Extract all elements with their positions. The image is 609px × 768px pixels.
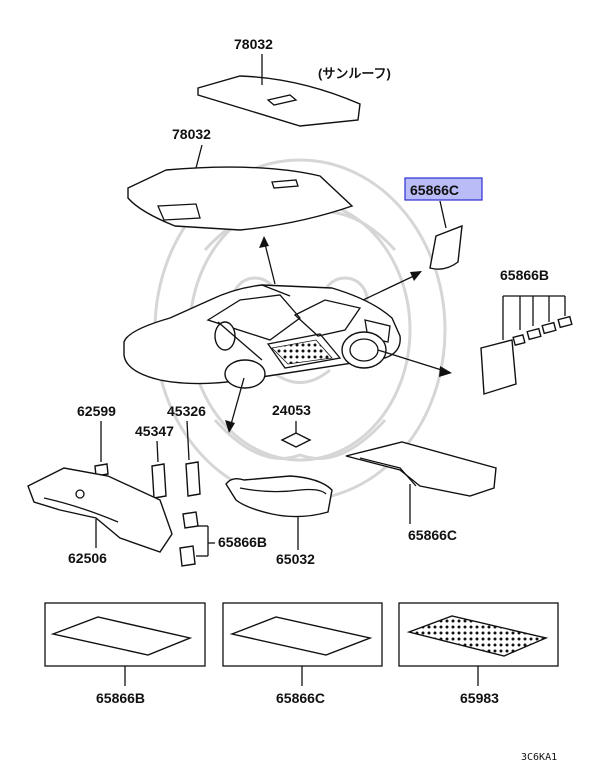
sunroof-note: (サンルーフ) bbox=[318, 66, 391, 81]
car-body-outline bbox=[123, 284, 401, 389]
part-label-65983[interactable]: 65983 bbox=[460, 690, 499, 706]
diagram-code: 3C6KA1 bbox=[521, 752, 557, 763]
leader-line bbox=[439, 200, 447, 229]
pad-small[interactable] bbox=[526, 327, 542, 341]
leader-line bbox=[156, 440, 159, 463]
part-label-78032-sunroof[interactable]: 78032 bbox=[234, 36, 273, 52]
bracket-45347[interactable] bbox=[151, 463, 167, 499]
arrow-head bbox=[225, 420, 235, 433]
pad-pair-upper[interactable] bbox=[182, 511, 199, 529]
arrow-head bbox=[410, 271, 422, 281]
sunroof-headliner[interactable] bbox=[197, 75, 361, 127]
pad-pair-lower[interactable] bbox=[179, 545, 196, 567]
arrow-line bbox=[229, 377, 245, 429]
part-label-65032[interactable]: 65032 bbox=[276, 551, 315, 567]
part-label-65866B-pair[interactable]: 65866B bbox=[218, 534, 267, 550]
part-label-78032-roof[interactable]: 78032 bbox=[172, 126, 211, 142]
part-label-65866C-box[interactable]: 65866C bbox=[276, 690, 325, 706]
pad-small[interactable] bbox=[541, 321, 557, 335]
part-label-45326[interactable]: 45326 bbox=[167, 403, 206, 419]
bracket-45326[interactable] bbox=[185, 461, 201, 497]
part-label-24053[interactable]: 24053 bbox=[272, 402, 311, 418]
part-label-65866B-box[interactable]: 65866B bbox=[96, 690, 145, 706]
pads-leader-tree bbox=[502, 295, 566, 340]
part-label-45347[interactable]: 45347 bbox=[135, 423, 174, 439]
arrow-line bbox=[377, 349, 449, 373]
part-label-62599[interactable]: 62599 bbox=[77, 403, 116, 419]
side-insulator-piece[interactable] bbox=[429, 224, 463, 270]
tunnel-insulator[interactable] bbox=[225, 475, 333, 518]
pad-small[interactable] bbox=[557, 315, 573, 329]
part-label-65866C-highlighted[interactable]: 65866C bbox=[410, 182, 459, 198]
arrow-head bbox=[439, 366, 452, 377]
roof-headliner[interactable] bbox=[127, 166, 354, 231]
sheet-65866C bbox=[229, 616, 373, 656]
sheet-65866B bbox=[50, 616, 193, 656]
arrow-head bbox=[259, 236, 269, 248]
part-label-62506[interactable]: 62506 bbox=[68, 550, 107, 566]
part-label-65866C-floor[interactable]: 65866C bbox=[408, 527, 457, 543]
sheet-65983 bbox=[406, 615, 549, 657]
floor-insulator[interactable] bbox=[345, 441, 497, 497]
plug-24053[interactable] bbox=[280, 432, 312, 448]
leader-line bbox=[186, 420, 190, 461]
dash-insulator[interactable] bbox=[27, 467, 173, 553]
clip-62599[interactable] bbox=[94, 463, 109, 477]
pad-large[interactable] bbox=[480, 339, 517, 395]
arrow-line bbox=[263, 239, 276, 285]
pad-small[interactable] bbox=[512, 333, 526, 347]
part-label-65866B-pads[interactable]: 65866B bbox=[500, 267, 549, 283]
leader-line bbox=[195, 144, 203, 169]
highlight-box bbox=[404, 177, 483, 201]
